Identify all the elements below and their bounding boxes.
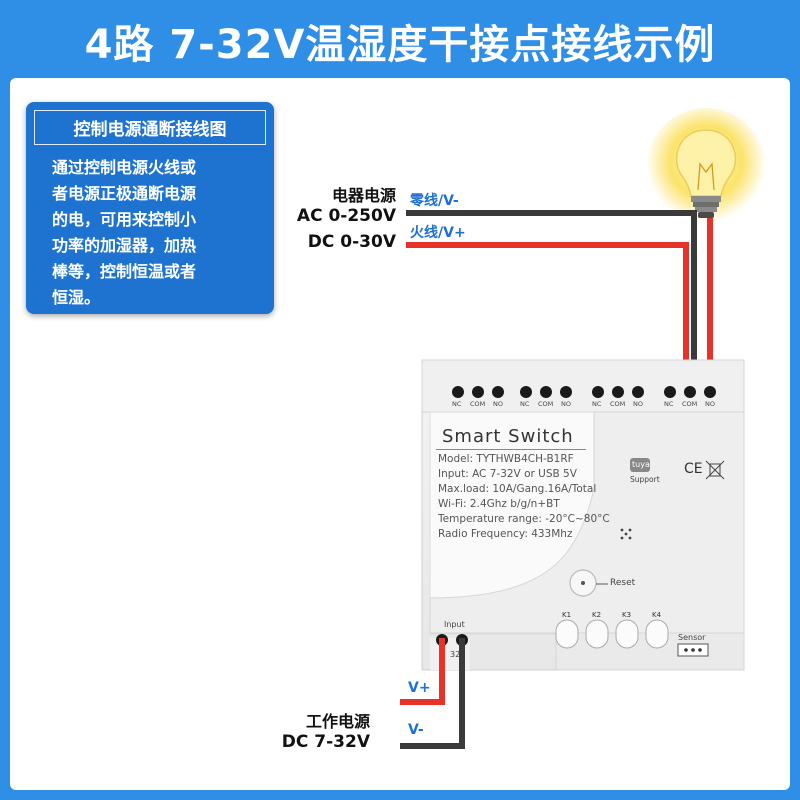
device-spec-line: Model: TYTHWB4CH-B1RF bbox=[438, 453, 574, 465]
info-line: 功率的加湿器，加热 bbox=[52, 236, 197, 255]
terminal-block bbox=[452, 386, 716, 398]
terminal-label: NC bbox=[592, 400, 602, 408]
device-spec-line: Input: AC 7-32V or USB 5V bbox=[438, 468, 577, 480]
terminal-label: NC bbox=[664, 400, 674, 408]
smart-switch-device bbox=[421, 359, 745, 671]
terminal-label: COM bbox=[682, 400, 698, 408]
page-title: 4路 7-32V温湿度干接点接线示例 bbox=[84, 22, 716, 68]
work-source-title: 工作电源 bbox=[305, 712, 370, 731]
live-wire bbox=[406, 242, 689, 378]
terminal-label: NO bbox=[633, 400, 643, 408]
neutral-wire-label: 零线/V- bbox=[410, 193, 459, 209]
terminal-label: COM bbox=[610, 400, 626, 408]
terminal-label: COM bbox=[538, 400, 554, 408]
tuya-support-label: Support bbox=[630, 475, 660, 484]
wiring-diagram bbox=[400, 108, 766, 749]
device-spec-line: Max.load: 10A/Gang.16A/Total bbox=[438, 483, 597, 495]
light-bulb-icon bbox=[646, 108, 766, 228]
key-label: K4 bbox=[652, 611, 662, 619]
input-positive-wire bbox=[400, 638, 445, 705]
load-source-ac: AC 0-250V bbox=[296, 206, 396, 226]
info-line: 恒湿。 bbox=[52, 288, 101, 307]
terminal-label: NC bbox=[452, 400, 462, 408]
terminal-label: NO bbox=[561, 400, 571, 408]
info-box-heading: 控制电源通断接线图 bbox=[34, 110, 266, 145]
info-line: 者电源正极通断电源 bbox=[52, 184, 197, 203]
ce-mark: CE bbox=[684, 461, 703, 477]
load-source-title: 电器电源 bbox=[331, 186, 396, 205]
info-line: 棒等，控制恒温或者 bbox=[52, 262, 197, 281]
terminal-label: NO bbox=[493, 400, 503, 408]
input-label: Input bbox=[444, 620, 465, 629]
reset-label: Reset bbox=[610, 578, 636, 588]
sensor-label: Sensor bbox=[678, 633, 706, 642]
weee-icon bbox=[705, 460, 725, 480]
device-name: Smart Switch bbox=[442, 426, 574, 447]
info-line: 的电，可用来控制小 bbox=[52, 210, 197, 229]
key-label: K2 bbox=[592, 611, 602, 619]
info-box: 控制电源通断接线图 通过控制电源火线或 者电源正极通断电源 的电，可用来控制小 … bbox=[26, 102, 274, 314]
negative-wire-label: V- bbox=[408, 722, 424, 738]
work-source-dc: DC 7-32V bbox=[281, 732, 370, 752]
device-name-rule bbox=[436, 449, 586, 450]
diagram-canvas: 控制电源通断接线图 通过控制电源火线或 者电源正极通断电源 的电，可用来控制小 … bbox=[10, 78, 790, 790]
load-source-dc: DC 0-30V bbox=[307, 232, 396, 252]
input-voltage-label: 32 bbox=[450, 650, 461, 659]
terminal-label: NO bbox=[705, 400, 715, 408]
terminal-label: NC bbox=[520, 400, 530, 408]
info-box-body: 通过控制电源火线或 者电源正极通断电源 的电，可用来控制小 功率的加湿器，加热 … bbox=[26, 145, 274, 311]
device-spec-line: Temperature range: -20°C~80°C bbox=[438, 513, 610, 525]
terminal-label: COM bbox=[470, 400, 486, 408]
key-label: K1 bbox=[562, 611, 572, 619]
tuya-logo: tuya bbox=[632, 460, 650, 469]
device-spec-line: Radio Frequency: 433Mhz bbox=[438, 528, 573, 540]
info-line: 通过控制电源火线或 bbox=[52, 158, 197, 177]
key-label: K3 bbox=[622, 611, 632, 619]
device-spec-line: Wi-Fi: 2.4Ghz b/g/n+BT bbox=[438, 498, 560, 510]
neutral-wire bbox=[406, 210, 697, 378]
input-negative-wire bbox=[400, 638, 465, 749]
positive-wire-label: V+ bbox=[408, 680, 431, 696]
live-wire-label: 火线/V+ bbox=[410, 225, 466, 241]
